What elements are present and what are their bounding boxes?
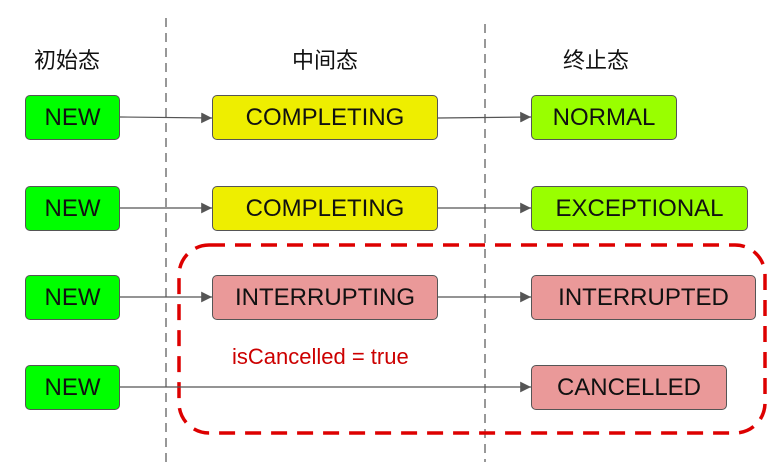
cancellation-highlight-box <box>177 243 767 435</box>
state-interrupting: INTERRUPTING <box>212 275 438 320</box>
arrow-row1-completing-to-normal <box>437 111 532 123</box>
state-interrupted: INTERRUPTED <box>531 275 756 320</box>
arrow-row1-new-to-completing <box>119 112 213 124</box>
state-completing-row2: COMPLETING <box>212 186 438 231</box>
state-completing-row1: COMPLETING <box>212 95 438 140</box>
column-header-intermediate: 中间态 <box>292 49 359 74</box>
column-header-initial: 初始态 <box>34 49 101 74</box>
state-new-row2: NEW <box>25 186 120 231</box>
state-new-row3: NEW <box>25 275 120 320</box>
state-normal: NORMAL <box>531 95 677 140</box>
is-cancelled-note: isCancelled = true <box>232 344 409 369</box>
state-new-row1: NEW <box>25 95 120 140</box>
state-exceptional: EXCEPTIONAL <box>531 186 748 231</box>
state-cancelled: CANCELLED <box>531 365 727 410</box>
state-new-row4: NEW <box>25 365 120 410</box>
column-header-final: 终止态 <box>563 49 630 74</box>
